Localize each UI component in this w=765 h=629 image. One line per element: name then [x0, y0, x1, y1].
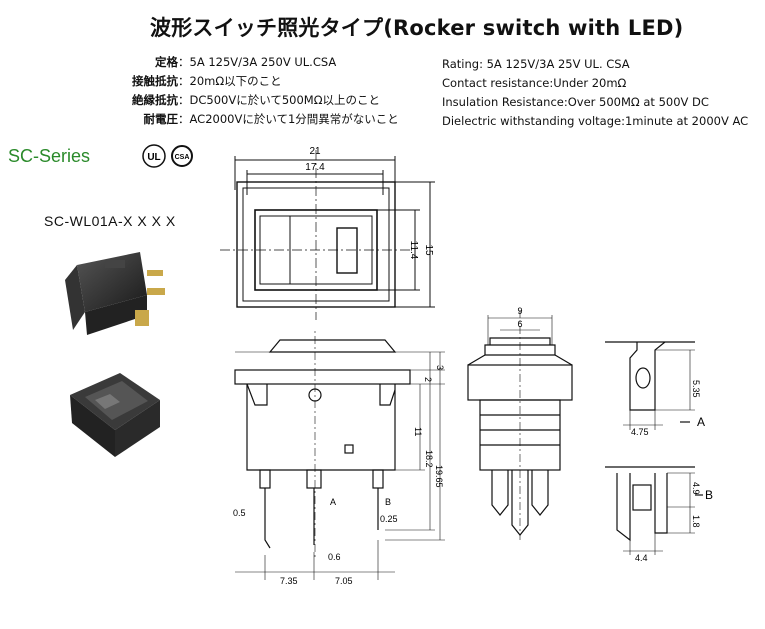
dim-pin-b-w: 4.4	[635, 553, 648, 563]
dim-side-6: 6	[517, 319, 522, 329]
dim-pin-a-h: 5.35	[691, 380, 701, 398]
spec-value: AC2000Vに於いて1分間異常がないこと	[189, 112, 399, 126]
dim-front-11: 11	[413, 427, 423, 436]
certification-logos: UL CSA	[142, 144, 193, 168]
spec-en-rating: Rating: 5A 125V/3A 25V UL. CSA	[442, 57, 630, 71]
side-view-drawing: 9 6	[467, 306, 573, 540]
spec-en-dielectric: Dielectric withstanding voltage:1minute …	[442, 114, 749, 128]
dim-pin-a-w: 4.75	[631, 427, 649, 437]
dim-top-outer-width: 21	[309, 146, 321, 157]
dim-front-pin2: 0.25	[380, 514, 398, 524]
product-photo-front	[70, 373, 160, 457]
spec-value: 20mΩ以下のこと	[189, 74, 282, 88]
top-view-drawing: 21 17.4 11.4 15	[220, 146, 435, 320]
spec-row-dielectric: 耐電圧：AC2000Vに於いて1分間異常がないこと	[120, 110, 399, 129]
spec-row-contact: 接触抵抗：20mΩ以下のこと	[120, 72, 399, 91]
specs-en: Rating: 5A 125V/3A 25V UL. CSA Contact r…	[442, 55, 748, 131]
label-a: A	[330, 497, 336, 507]
spec-label: 接触抵抗	[132, 74, 178, 88]
spec-label: 耐電圧	[143, 112, 179, 126]
page-title: 波形スイッチ照光タイプ(Rocker switch with LED)	[150, 16, 684, 40]
csa-logo: CSA	[171, 145, 193, 167]
csa-logo-text: CSA	[175, 154, 190, 161]
spec-colon: ：	[178, 74, 190, 88]
dim-top-inner-height: 11.4	[408, 241, 419, 260]
label-b: B	[385, 497, 391, 507]
ref-b: B	[705, 488, 713, 502]
spec-label: 定格	[155, 55, 178, 69]
dim-front-18-2: 18.2	[424, 450, 434, 468]
specs-jp: 定格：5A 125V/3A 250V UL.CSA 接触抵抗：20mΩ以下のこと…	[120, 53, 399, 129]
spec-colon: ：	[178, 55, 190, 69]
spec-value: DC500Vに於いて500MΩ以上のこと	[189, 93, 381, 107]
front-view-drawing: 3 2 11 18.2 19.65 0.5 0.25 A B 0.6 7.35 …	[233, 330, 445, 586]
dim-top-inner-width: 17.4	[305, 162, 325, 173]
dim-side-9: 9	[517, 306, 522, 316]
dim-front-pin: 0.5	[233, 508, 246, 518]
dim-pin-b-h2: 1.8	[691, 515, 701, 528]
spec-value: 5A 125V/3A 250V UL.CSA	[189, 55, 337, 69]
spec-row-insulation: 絶縁抵抗：DC500Vに於いて500MΩ以上のこと	[120, 91, 399, 110]
dim-front-gap: 0.6	[328, 552, 341, 562]
spec-en-contact: Contact resistance:Under 20mΩ	[442, 76, 627, 90]
spec-en-insulation: Insulation Resistance:Over 500MΩ at 500V…	[442, 95, 709, 109]
series-label: SC-Series	[8, 146, 91, 166]
spec-colon: ：	[178, 112, 190, 126]
dim-front-19-65: 19.65	[434, 465, 444, 488]
spec-row-rating: 定格：5A 125V/3A 250V UL.CSA	[120, 53, 399, 72]
ul-logo: UL	[142, 144, 166, 168]
ul-logo-text: UL	[147, 152, 160, 163]
dim-front-w1: 7.35	[280, 576, 298, 586]
spec-colon: ：	[178, 93, 190, 107]
product-photo-back	[65, 252, 165, 335]
dim-front-w2: 7.05	[335, 576, 353, 586]
pin-detail-b: 4.9 1.8 4.4 B	[605, 466, 713, 563]
pin-detail-a: 5.35 4.75 A	[605, 341, 705, 437]
ref-a: A	[697, 415, 705, 429]
model-number: SC-WL01A-X X X X	[44, 213, 176, 229]
spec-label: 絶縁抵抗	[132, 93, 178, 107]
dim-front-3: 3	[435, 365, 445, 370]
dim-pin-b-h1: 4.9	[691, 482, 701, 495]
dim-front-2: 2	[423, 377, 433, 382]
dim-top-outer-height: 15	[423, 244, 434, 256]
